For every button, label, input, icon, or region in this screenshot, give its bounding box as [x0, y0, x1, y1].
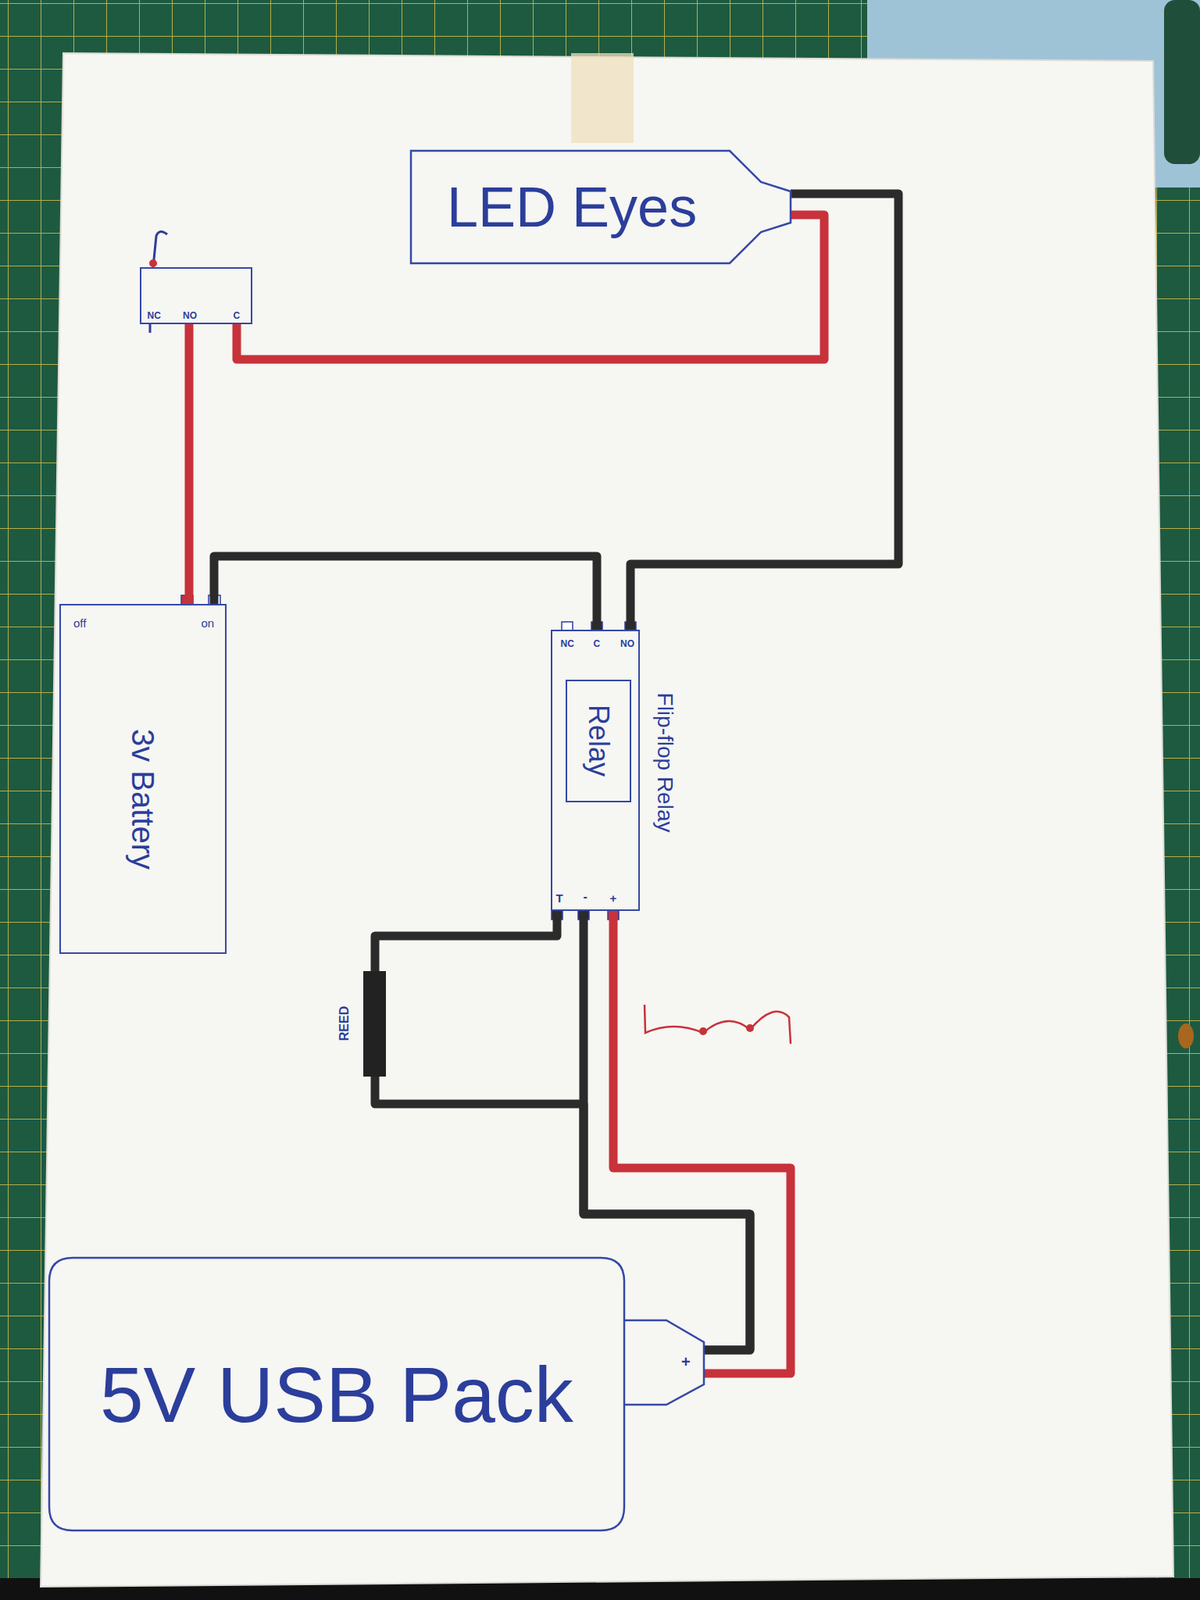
wire: [185, 324, 194, 604]
outline-path: [410, 150, 791, 264]
node-text: 3v Battery: [127, 728, 159, 870]
paper-sheet: [40, 53, 1174, 1587]
led-eyes-box: LED Eyes: [410, 150, 791, 264]
wire: [630, 193, 899, 630]
node-text: on: [201, 617, 215, 629]
scribble-dot: [699, 1027, 708, 1036]
wire: [613, 910, 791, 1374]
node-text: off: [73, 617, 86, 629]
wire: [214, 556, 597, 630]
node-title: LED Eyes: [446, 178, 697, 236]
node-text: NO: [620, 639, 635, 649]
node-text: C: [593, 639, 601, 649]
wire: [375, 910, 558, 972]
node-title: REED: [338, 1006, 351, 1041]
stain: [1178, 1023, 1194, 1049]
reed-switch: REED: [363, 971, 386, 1077]
wire: [375, 1076, 750, 1350]
node-text: +: [610, 892, 618, 904]
node-text: NC: [560, 639, 575, 649]
wire: [583, 910, 750, 1350]
node-text: Flip-flop Relay: [653, 692, 676, 833]
wire: [236, 214, 825, 360]
node-title: 5V USB Pack: [100, 1355, 574, 1434]
scribble: [644, 1004, 791, 1044]
scribble-dot: [746, 1024, 754, 1033]
relay-module: NCCNOT-+Flip-flop RelayRelay: [550, 629, 640, 911]
node-text: NC: [147, 310, 161, 321]
usb-power-pack: 5V USB Pack: [49, 1257, 704, 1531]
micro-switch: NC NO C: [139, 267, 253, 325]
node-title: Relay: [584, 704, 613, 777]
node-text: C: [233, 310, 241, 321]
node-text: NO: [182, 310, 197, 321]
switch-dot: [149, 259, 158, 268]
battery-box: off on 3v Battery: [59, 603, 227, 954]
node-text: -: [583, 890, 588, 904]
pin-label: +: [681, 1353, 691, 1370]
outline-path: [49, 1257, 704, 1531]
tape: [571, 53, 634, 143]
node-text: T: [556, 892, 564, 904]
mat-edge: [1164, 0, 1200, 165]
relay-coil-box: Relay: [565, 679, 632, 803]
